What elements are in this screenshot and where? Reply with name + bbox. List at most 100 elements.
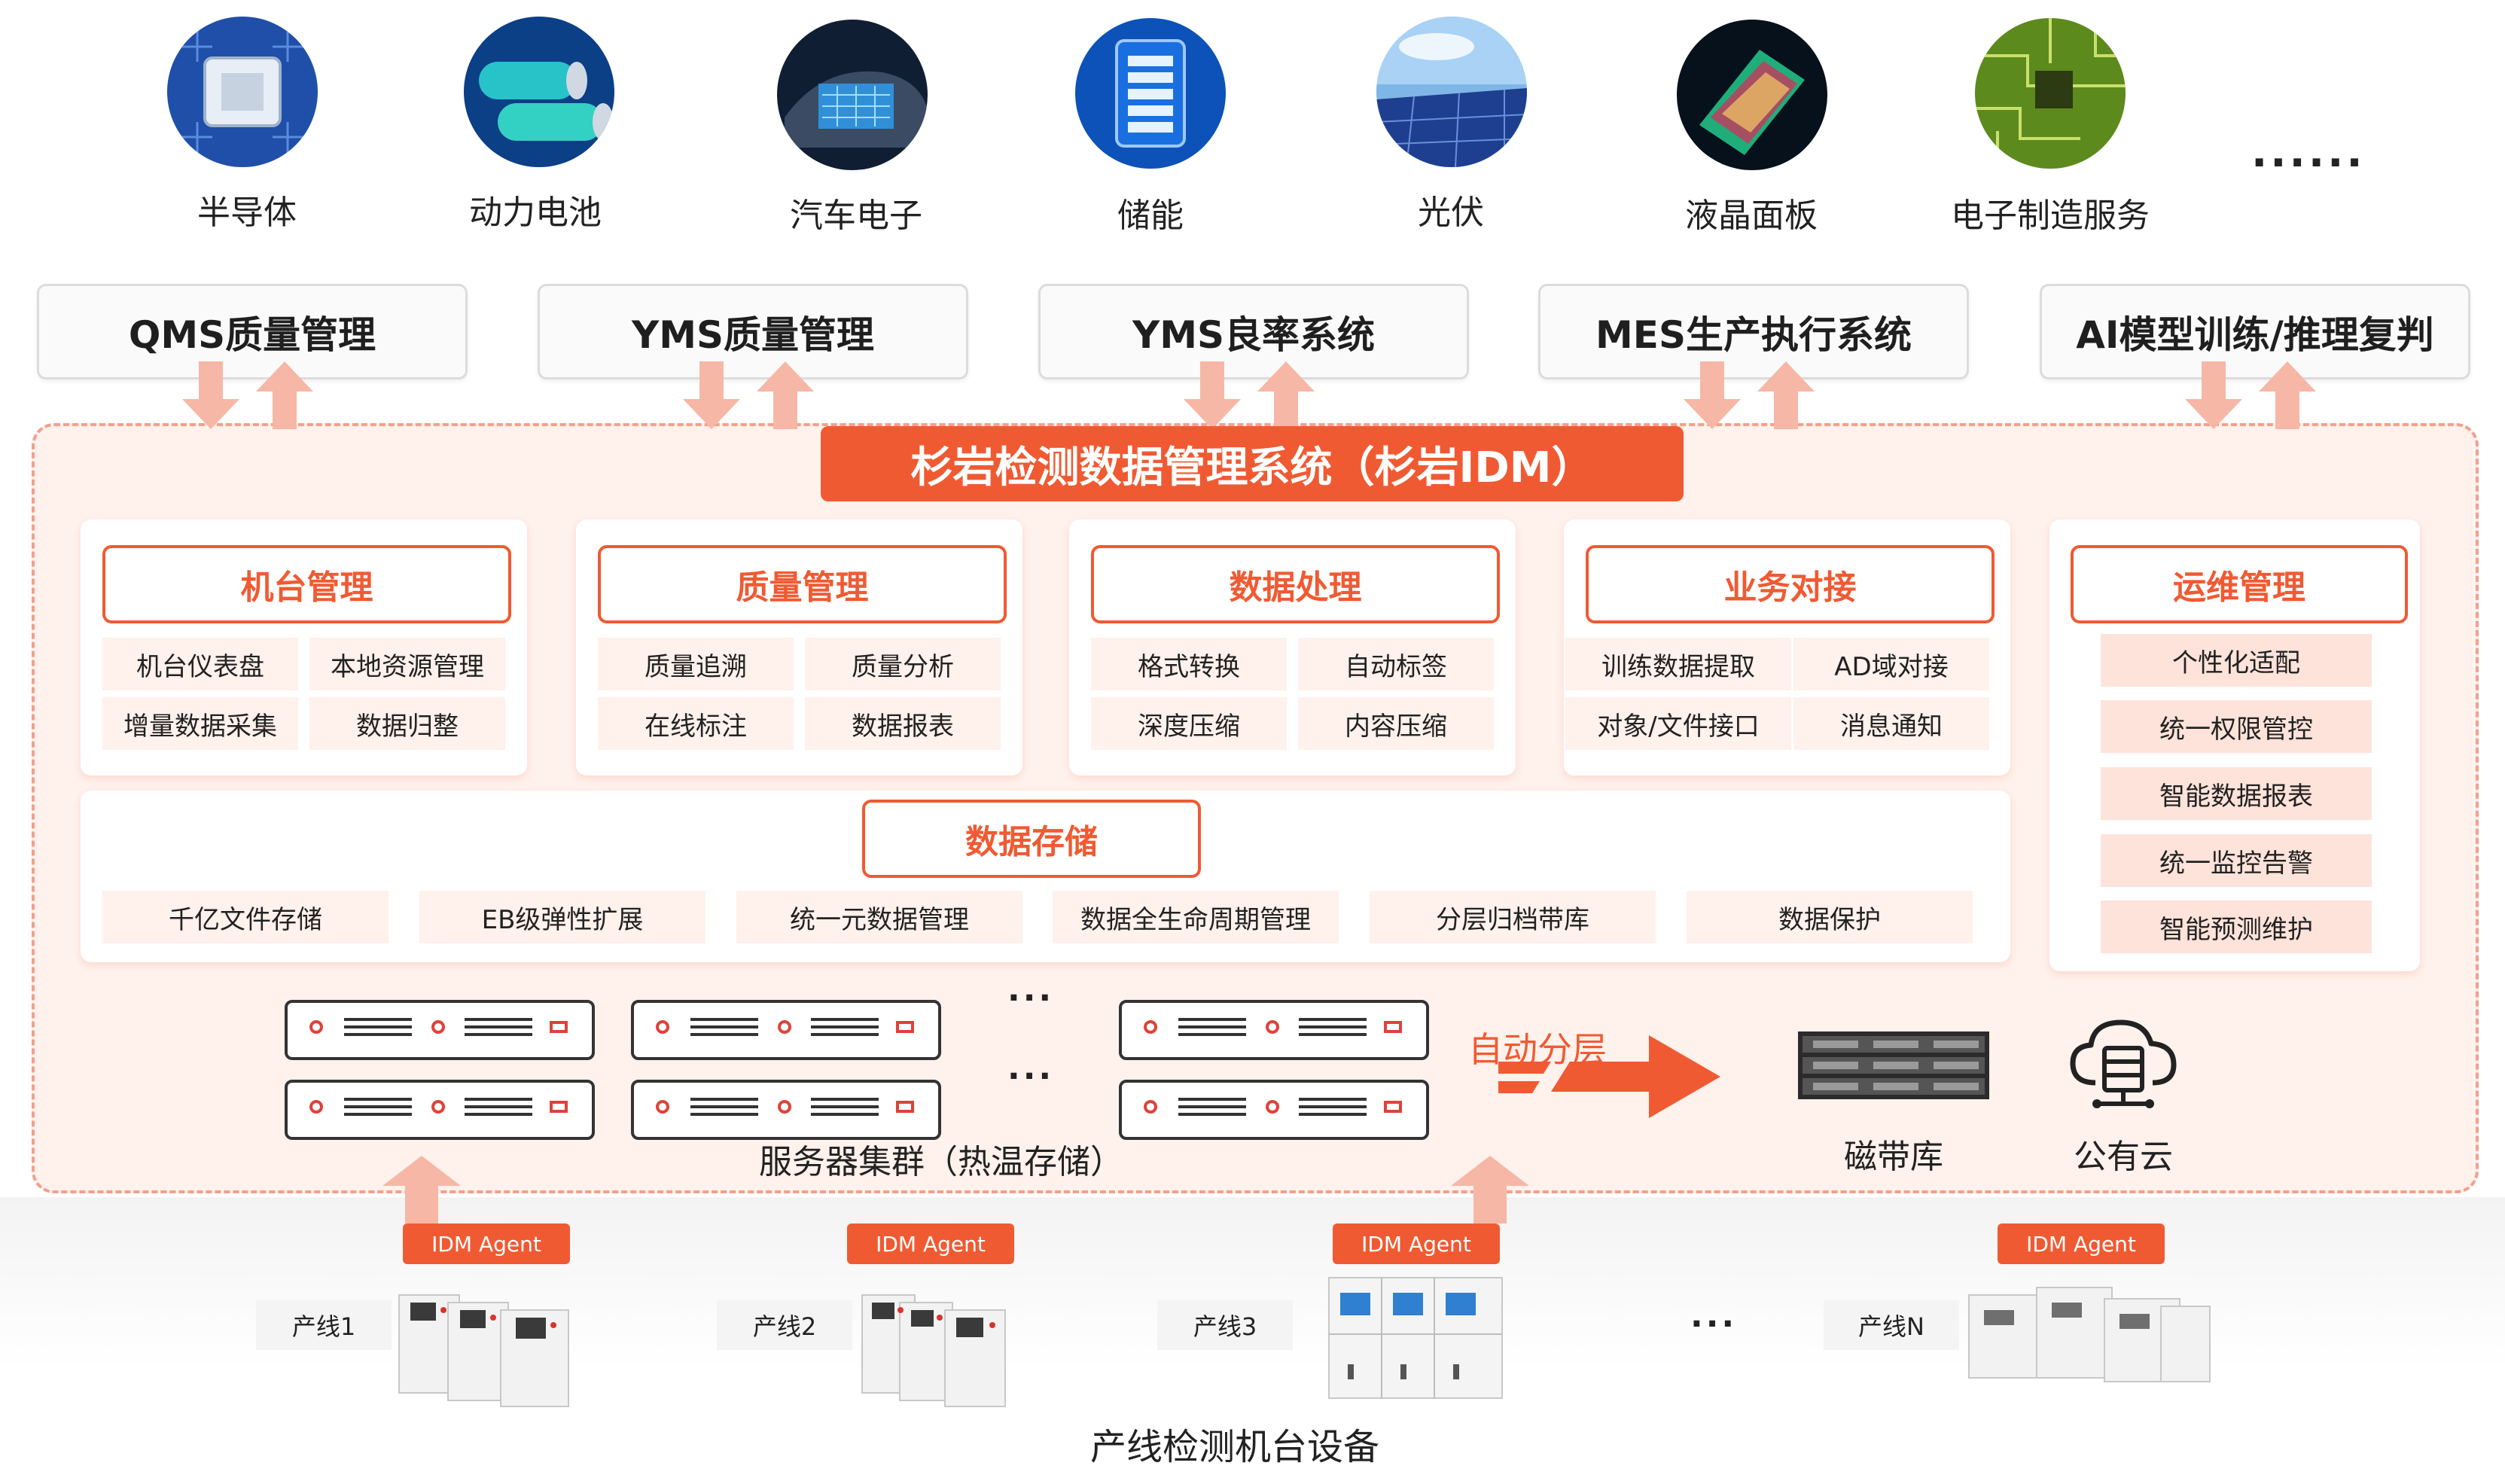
storage-title: 数据存储 <box>862 800 1201 878</box>
exchange-arrows <box>182 361 2316 429</box>
module-title: 业务对接 <box>1586 545 1995 623</box>
server-unit-icon <box>285 1000 595 1060</box>
storage-item: 千亿文件存储 <box>102 891 389 943</box>
up-arrow-icon <box>757 361 814 429</box>
module-item: 自动标签 <box>1298 638 1494 690</box>
bottom-caption: 产线检测机台设备 <box>1089 1426 1379 1468</box>
inspection-machine-icon <box>861 1294 1006 1407</box>
tape-library-label: 磁带库 <box>1844 1138 1943 1176</box>
down-arrow-icon <box>683 361 740 429</box>
cluster-more: ··· <box>1007 979 1055 1017</box>
production-line-label: 产线2 <box>717 1300 852 1350</box>
server-unit-icon <box>285 1080 595 1140</box>
industry-label: 电子制造服务 <box>1951 197 2150 235</box>
module-item: 增量数据采集 <box>102 697 298 750</box>
module-item: 消息通知 <box>1793 697 1989 750</box>
module-item: 数据归整 <box>309 697 505 750</box>
down-arrow-icon <box>182 361 239 429</box>
up-arrow-icon <box>1451 1156 1529 1223</box>
ops-item: 统一监控告警 <box>2101 834 2372 887</box>
module-item: 本地资源管理 <box>309 638 505 690</box>
industry-label: 汽车电子 <box>790 197 922 235</box>
up-arrow-icon <box>1257 361 1315 429</box>
industry-label: 光伏 <box>1418 193 1484 232</box>
ops-item: 个性化适配 <box>2101 634 2372 687</box>
module-item: 在线标注 <box>598 697 794 750</box>
module-title: 质量管理 <box>598 545 1007 623</box>
cluster-more: ··· <box>1007 1057 1055 1095</box>
up-arrow-icon <box>1757 361 1815 429</box>
auto-tier-arrow-icon <box>1498 1035 1720 1118</box>
server-detail-icon <box>309 1098 568 1116</box>
storage-item: EB级弹性扩展 <box>419 891 705 943</box>
server-detail-icon <box>309 1018 568 1036</box>
system-box: YMS质量管理 <box>538 284 968 379</box>
module-item: 格式转换 <box>1091 638 1287 690</box>
module-title: 数据处理 <box>1091 545 1500 623</box>
production-line-label: 产线3 <box>1157 1300 1293 1350</box>
module-item: 训练数据提取 <box>1565 638 1791 690</box>
server-detail-icon <box>1144 1018 1402 1036</box>
battery-image <box>464 17 614 167</box>
tape-library-icon <box>1798 1031 1989 1099</box>
public-cloud-icon <box>2070 1019 2177 1108</box>
system-box: QMS质量管理 <box>37 284 468 379</box>
more-lines: ··· <box>1690 1305 1738 1343</box>
up-arrow-icon <box>256 361 313 429</box>
idm-agent-badge: IDM Agent <box>1333 1223 1500 1264</box>
photovoltaic-image <box>1376 17 1527 167</box>
industry-label: 储能 <box>1117 197 1184 235</box>
inspection-machine-icon <box>398 1294 569 1407</box>
up-arrow-icon <box>382 1156 461 1223</box>
system-box: AI模型训练/推理复判 <box>2040 284 2470 379</box>
semiconductor-image <box>167 17 318 167</box>
ems-image <box>1975 18 2126 169</box>
down-arrow-icon <box>2185 361 2242 429</box>
module-item: 对象/文件接口 <box>1565 697 1791 750</box>
ops-item: 统一权限管控 <box>2101 700 2372 753</box>
industry-label: 动力电池 <box>469 193 602 232</box>
server-unit-icon <box>1119 1080 1429 1140</box>
idm-agent-badge: IDM Agent <box>1998 1223 2165 1264</box>
down-arrow-icon <box>1684 361 1741 429</box>
server-unit-icon <box>631 1080 941 1140</box>
server-detail-icon <box>1144 1098 1402 1116</box>
server-unit-icon <box>631 1000 941 1060</box>
inspection-machine-icon <box>1328 1277 1503 1399</box>
module-item: 机台仪表盘 <box>102 638 298 690</box>
ops-item: 智能预测维护 <box>2101 900 2372 953</box>
industry-label: 液晶面板 <box>1685 197 1818 235</box>
cluster-label: 服务器集群（热温存储） <box>759 1143 1123 1181</box>
energy-storage-image <box>1075 18 1226 169</box>
idm-agent-badge: IDM Agent <box>847 1223 1014 1264</box>
production-line-label: 产线N <box>1824 1300 1959 1350</box>
storage-item: 数据保护 <box>1687 891 1973 943</box>
module-item: 数据报表 <box>805 697 1001 750</box>
idm-title-banner: 杉岩检测数据管理系统（杉岩IDM） <box>821 426 1684 501</box>
server-unit-icon <box>1119 1000 1429 1060</box>
module-item: 质量分析 <box>805 638 1001 690</box>
upload-arrows <box>382 1156 1529 1223</box>
auto-electronics-image <box>777 20 928 170</box>
more-industries: ...... <box>2251 128 2366 177</box>
module-title: 机台管理 <box>102 545 511 623</box>
storage-item: 数据全生命周期管理 <box>1053 891 1339 943</box>
system-box: YMS良率系统 <box>1038 284 1469 379</box>
public-cloud-label: 公有云 <box>2074 1138 2173 1176</box>
module-item: 质量追溯 <box>598 638 794 690</box>
system-box: MES生产执行系统 <box>1538 284 1969 379</box>
storage-item: 统一元数据管理 <box>736 891 1022 943</box>
lcd-panel-image <box>1677 20 1827 170</box>
server-detail-icon <box>656 1098 914 1116</box>
ops-item: 智能数据报表 <box>2101 767 2372 820</box>
module-item: 内容压缩 <box>1298 697 1494 750</box>
industry-label: 半导体 <box>197 193 297 232</box>
idm-agent-badge: IDM Agent <box>403 1223 570 1264</box>
module-item: AD域对接 <box>1793 638 1989 690</box>
storage-item: 分层归档带库 <box>1370 891 1656 943</box>
production-line-label: 产线1 <box>256 1300 392 1350</box>
ops-title: 运维管理 <box>2071 545 2408 623</box>
module-item: 深度压缩 <box>1091 697 1287 750</box>
down-arrow-icon <box>1184 361 1241 429</box>
server-detail-icon <box>656 1018 914 1036</box>
